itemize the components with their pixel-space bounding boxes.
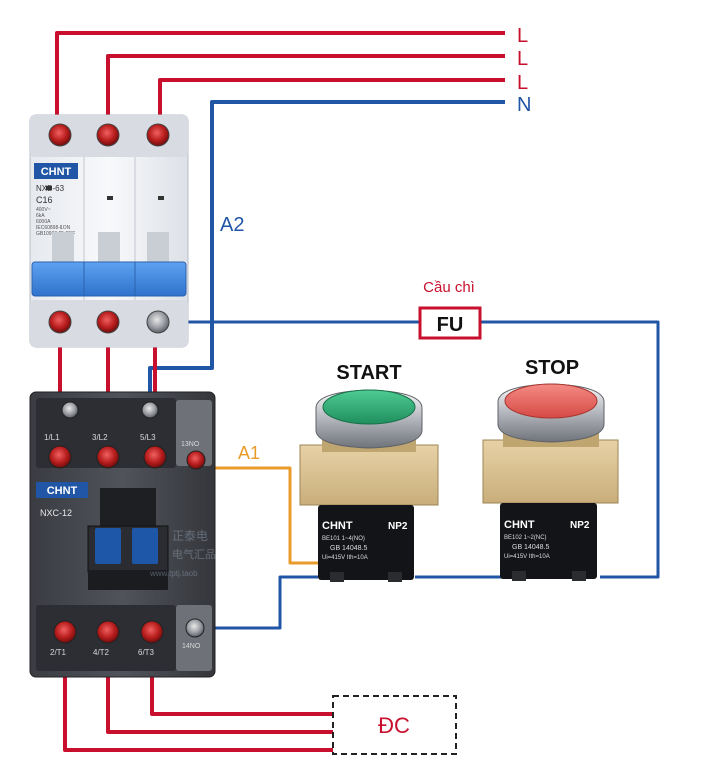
wire-start-14no xyxy=(195,575,318,630)
contactor-top-screw-2 xyxy=(96,445,120,469)
stop-button[interactable]: STOP CHNT NP2 BE102 1~2(NC) GB 14048.5 U… xyxy=(482,357,619,581)
breaker-spec-line: 400V~ xyxy=(36,207,51,213)
motor-label: ĐC xyxy=(378,713,410,738)
line-label-3: L xyxy=(517,72,528,94)
breaker-brand: CHNT xyxy=(41,166,72,178)
stop-standard: GB 14048.5 xyxy=(512,544,549,551)
contactor-brand: CHNT xyxy=(47,485,78,497)
breaker-bottom-screw-3 xyxy=(146,310,170,334)
start-button[interactable]: START CHNT NP2 BE101 1~4(NO) GB 14048.5 … xyxy=(299,362,439,582)
motor-box xyxy=(332,695,457,755)
contactor-watermark: 正泰电 电气汇品 www.tptj.taob xyxy=(149,529,216,578)
watermark-line: 电气汇品 xyxy=(172,547,216,561)
contactor: 1/L1 3/L2 5/L3 13NO CHNT NXC-12 正泰电 电气汇品… xyxy=(29,391,216,678)
stop-brand: CHNT xyxy=(504,519,535,531)
start-ratings: Ui=415V Ith=10A xyxy=(322,555,368,561)
wire-l1 xyxy=(55,31,505,130)
breaker-top-screw-1 xyxy=(48,123,72,147)
stop-ratings: Ui=415V Ith=10A xyxy=(504,554,550,560)
breaker-bottom-screw-1 xyxy=(48,310,72,334)
breaker-bottom-screw-2 xyxy=(96,310,120,334)
terminal-label: 6/T3 xyxy=(138,648,155,657)
contactor-bottom-screw-1 xyxy=(53,620,77,644)
watermark-line: 正泰电 xyxy=(172,529,208,543)
start-standard: GB 14048.5 xyxy=(330,545,367,552)
supply-wires xyxy=(55,31,505,400)
terminal-label: 2/T1 xyxy=(50,648,67,657)
control-wires xyxy=(70,320,660,630)
circuit-breaker: CHNT NXB-63 C16 400V~ 6kA 6000A IEC60898… xyxy=(29,114,189,348)
breaker-handle[interactable] xyxy=(31,261,187,297)
breaker-spec-line: IEC60898-1 xyxy=(36,225,63,231)
a2-label: A2 xyxy=(220,214,244,236)
breaker-top-screw-2 xyxy=(96,123,120,147)
wire-neutral-a2 xyxy=(148,100,505,400)
breaker-spec-line: GB10963.1 xyxy=(36,231,62,237)
start-cap[interactable] xyxy=(322,389,416,425)
contactor-top-terminal-labels: 1/L1 3/L2 5/L3 13NO xyxy=(44,433,200,448)
stop-code: BE102 1~2(NC) xyxy=(504,535,547,541)
start-title: START xyxy=(336,362,401,384)
breaker-rating: C16 xyxy=(36,195,53,205)
contactor-bottom-terminal-labels: 2/T1 4/T2 6/T3 14NO xyxy=(50,643,201,657)
line-label-1: L xyxy=(517,25,528,47)
stop-title: STOP xyxy=(525,357,579,379)
wire-l3 xyxy=(158,78,505,130)
breaker-spec-line: 6kA xyxy=(36,213,45,219)
fuse-caption: Cầu chì xyxy=(423,279,475,296)
contactor-bottom-screw-3 xyxy=(140,620,164,644)
stop-model: NP2 xyxy=(570,520,590,531)
contactor-model: NXC-12 xyxy=(40,508,72,518)
terminal-label: 14NO xyxy=(182,643,201,650)
start-model: NP2 xyxy=(388,521,408,532)
wire-l2 xyxy=(106,54,505,130)
contactor-14no-screw xyxy=(185,618,205,638)
contactor-bottom-screw-2 xyxy=(96,620,120,644)
breaker-state-on: I ON xyxy=(60,225,71,231)
contactor-a2-screw xyxy=(141,401,159,419)
contactor-a1-screw xyxy=(61,401,79,419)
neutral-label: N xyxy=(517,94,531,116)
wire-fuse-stop xyxy=(480,320,660,579)
breaker-top-screw-3 xyxy=(146,123,170,147)
supply-labels: L L L N xyxy=(517,25,531,116)
fuse-box xyxy=(418,306,482,340)
terminal-label: 4/T2 xyxy=(93,648,110,657)
line-label-2: L xyxy=(517,48,528,70)
terminal-label: 5/L3 xyxy=(140,433,156,442)
contactor-13no-screw xyxy=(186,450,206,470)
terminal-label: 13NO xyxy=(181,441,200,448)
start-brand: CHNT xyxy=(322,520,353,532)
watermark-line: www.tptj.taob xyxy=(149,569,198,578)
stop-cap[interactable] xyxy=(504,383,598,419)
contactor-top-screw-1 xyxy=(48,445,72,469)
terminal-label: 1/L1 xyxy=(44,433,60,442)
start-code: BE101 1~4(NO) xyxy=(322,536,365,542)
fuse-label: FU xyxy=(437,314,464,336)
a1-label: A1 xyxy=(238,443,260,463)
fuse: Cầu chì FU xyxy=(418,279,482,340)
breaker-spec-line: 6000A xyxy=(36,219,51,225)
terminal-label: 3/L2 xyxy=(92,433,108,442)
motor: ĐC xyxy=(332,695,457,755)
contactor-top-screw-3 xyxy=(143,445,167,469)
